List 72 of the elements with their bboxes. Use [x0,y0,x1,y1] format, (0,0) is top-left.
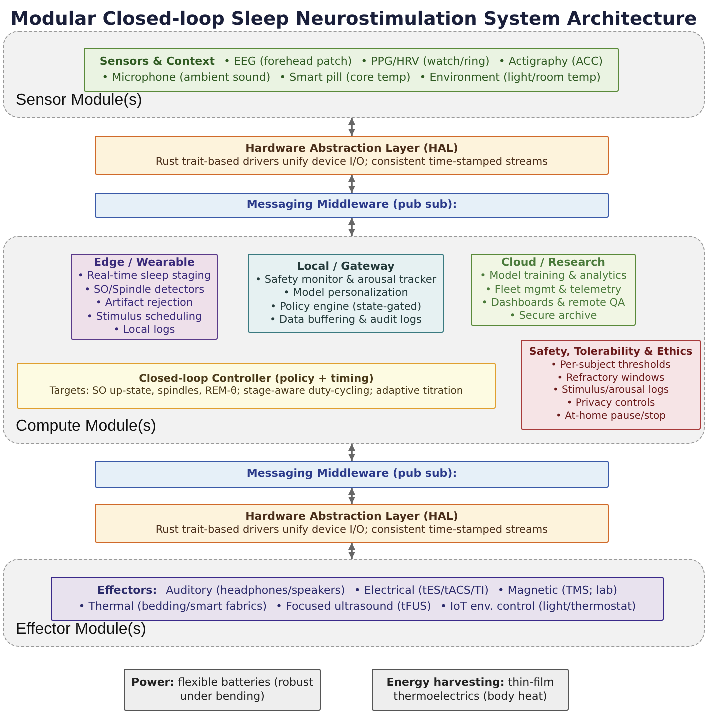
list-item: • Thermal (bedding/smart fabrics) [78,599,268,615]
box-text: Targets: SO up-state, spindles, REM-θ; stage-aware duty-cycling; adaptive titration [50,386,464,400]
list-item: • PPG/HRV (watch/ring) [361,54,490,70]
list-item: Auditory (headphones/speakers) [166,583,346,599]
module-group [3,559,705,647]
safety-box [521,340,701,430]
double-arrow [348,543,356,559]
list-item: • At-home pause/stop [556,410,666,424]
list-item: • Stimulus scheduling [86,310,202,324]
list-item: • Fleet mgmt & telemetry [485,284,622,298]
box-text: Rust trait-based drivers unify device I/O; consistent time-stamped streams [156,156,548,170]
list-item: • EEG (forehead patch) [224,54,352,70]
tier-box [248,254,444,333]
box-heading: Closed-loop Controller (policy + timing) [139,372,374,386]
diagram-title: Modular Closed-loop Sleep Neurostimulation System Architecture [10,8,698,32]
list-item: • Model personalization [284,287,408,301]
list-item: • Refractory windows [557,372,665,385]
box-text: Power: flexible batteries (robust under bending) [130,676,314,704]
box-heading: Sensors & Context [100,54,215,70]
box-heading: Hardware Abstraction Layer (HAL) [246,142,458,156]
module-group [3,236,705,444]
sensor-box [84,48,619,92]
list-item: • Policy engine (state-gated) [270,300,422,314]
list-item: • Real-time sleep staging [78,270,212,284]
list-item: • Per-subject thresholds [551,360,671,373]
list-item: • Dashboards & remote QA [482,297,626,310]
double-arrow [348,488,356,504]
box-heading: Hardware Abstraction Layer (HAL) [246,510,458,524]
middleware-box [95,461,609,488]
layer-box [95,504,609,543]
module-label: Sensor Module(s) [16,91,142,111]
box-heading: Messaging Middleware (pub sub): [246,467,458,482]
list-item: • Actigraphy (ACC) [498,54,604,70]
module-label: Compute Module(s) [16,417,156,437]
list-item: • Magnetic (TMS; lab) [498,583,618,599]
list-item: • Data buffering & audit logs [270,314,422,328]
list-item: • Secure archive [510,310,598,324]
info-box [372,669,569,711]
list-item: • SO/Spindle detectors [84,284,205,298]
box-heading: Edge / Wearable [94,256,195,270]
box-text: Rust trait-based drivers unify device I/O; consistent time-stamped streams [156,524,548,538]
module-label: Effector Module(s) [16,620,146,640]
box-heading: Safety, Tolerability & Ethics [529,346,693,360]
box-heading: Cloud / Research [502,256,606,270]
box-text: Energy harvesting: thin-film thermoelectrics (body heat) [386,676,556,704]
list-item: • Environment (light/room temp) [420,70,601,86]
module-group [3,31,705,118]
controller-box [17,363,496,409]
tier-box [71,254,218,340]
info-box [124,669,321,711]
list-item: • Model training & analytics [480,270,627,284]
list-item: • Stimulus/arousal logs [552,385,670,398]
box-heading: Local / Gateway [297,260,395,274]
list-item: • Smart pill (core temp) [280,70,411,86]
double-arrow [348,175,356,193]
double-arrow [348,218,356,236]
list-item: • Artifact rejection [96,297,194,311]
double-arrow [348,444,356,461]
list-item: • Safety monitor & arousal tracker [255,274,437,288]
list-item: • Electrical (tES/tACS/TI) [354,583,489,599]
layer-box [95,136,609,175]
tier-box [471,254,636,326]
double-arrow [348,118,356,136]
box-heading: Effectors: [98,583,158,599]
list-item: • Focused ultrasound (tFUS) [276,599,432,615]
effector-box [51,577,664,621]
box-heading: Messaging Middleware (pub sub): [246,198,458,213]
list-item: • IoT env. control (light/thermostat) [440,599,636,615]
list-item: • Privacy controls [566,398,656,411]
middleware-box [95,193,609,218]
list-item: • Local logs [114,324,176,338]
list-item: • Microphone (ambient sound) [102,70,271,86]
